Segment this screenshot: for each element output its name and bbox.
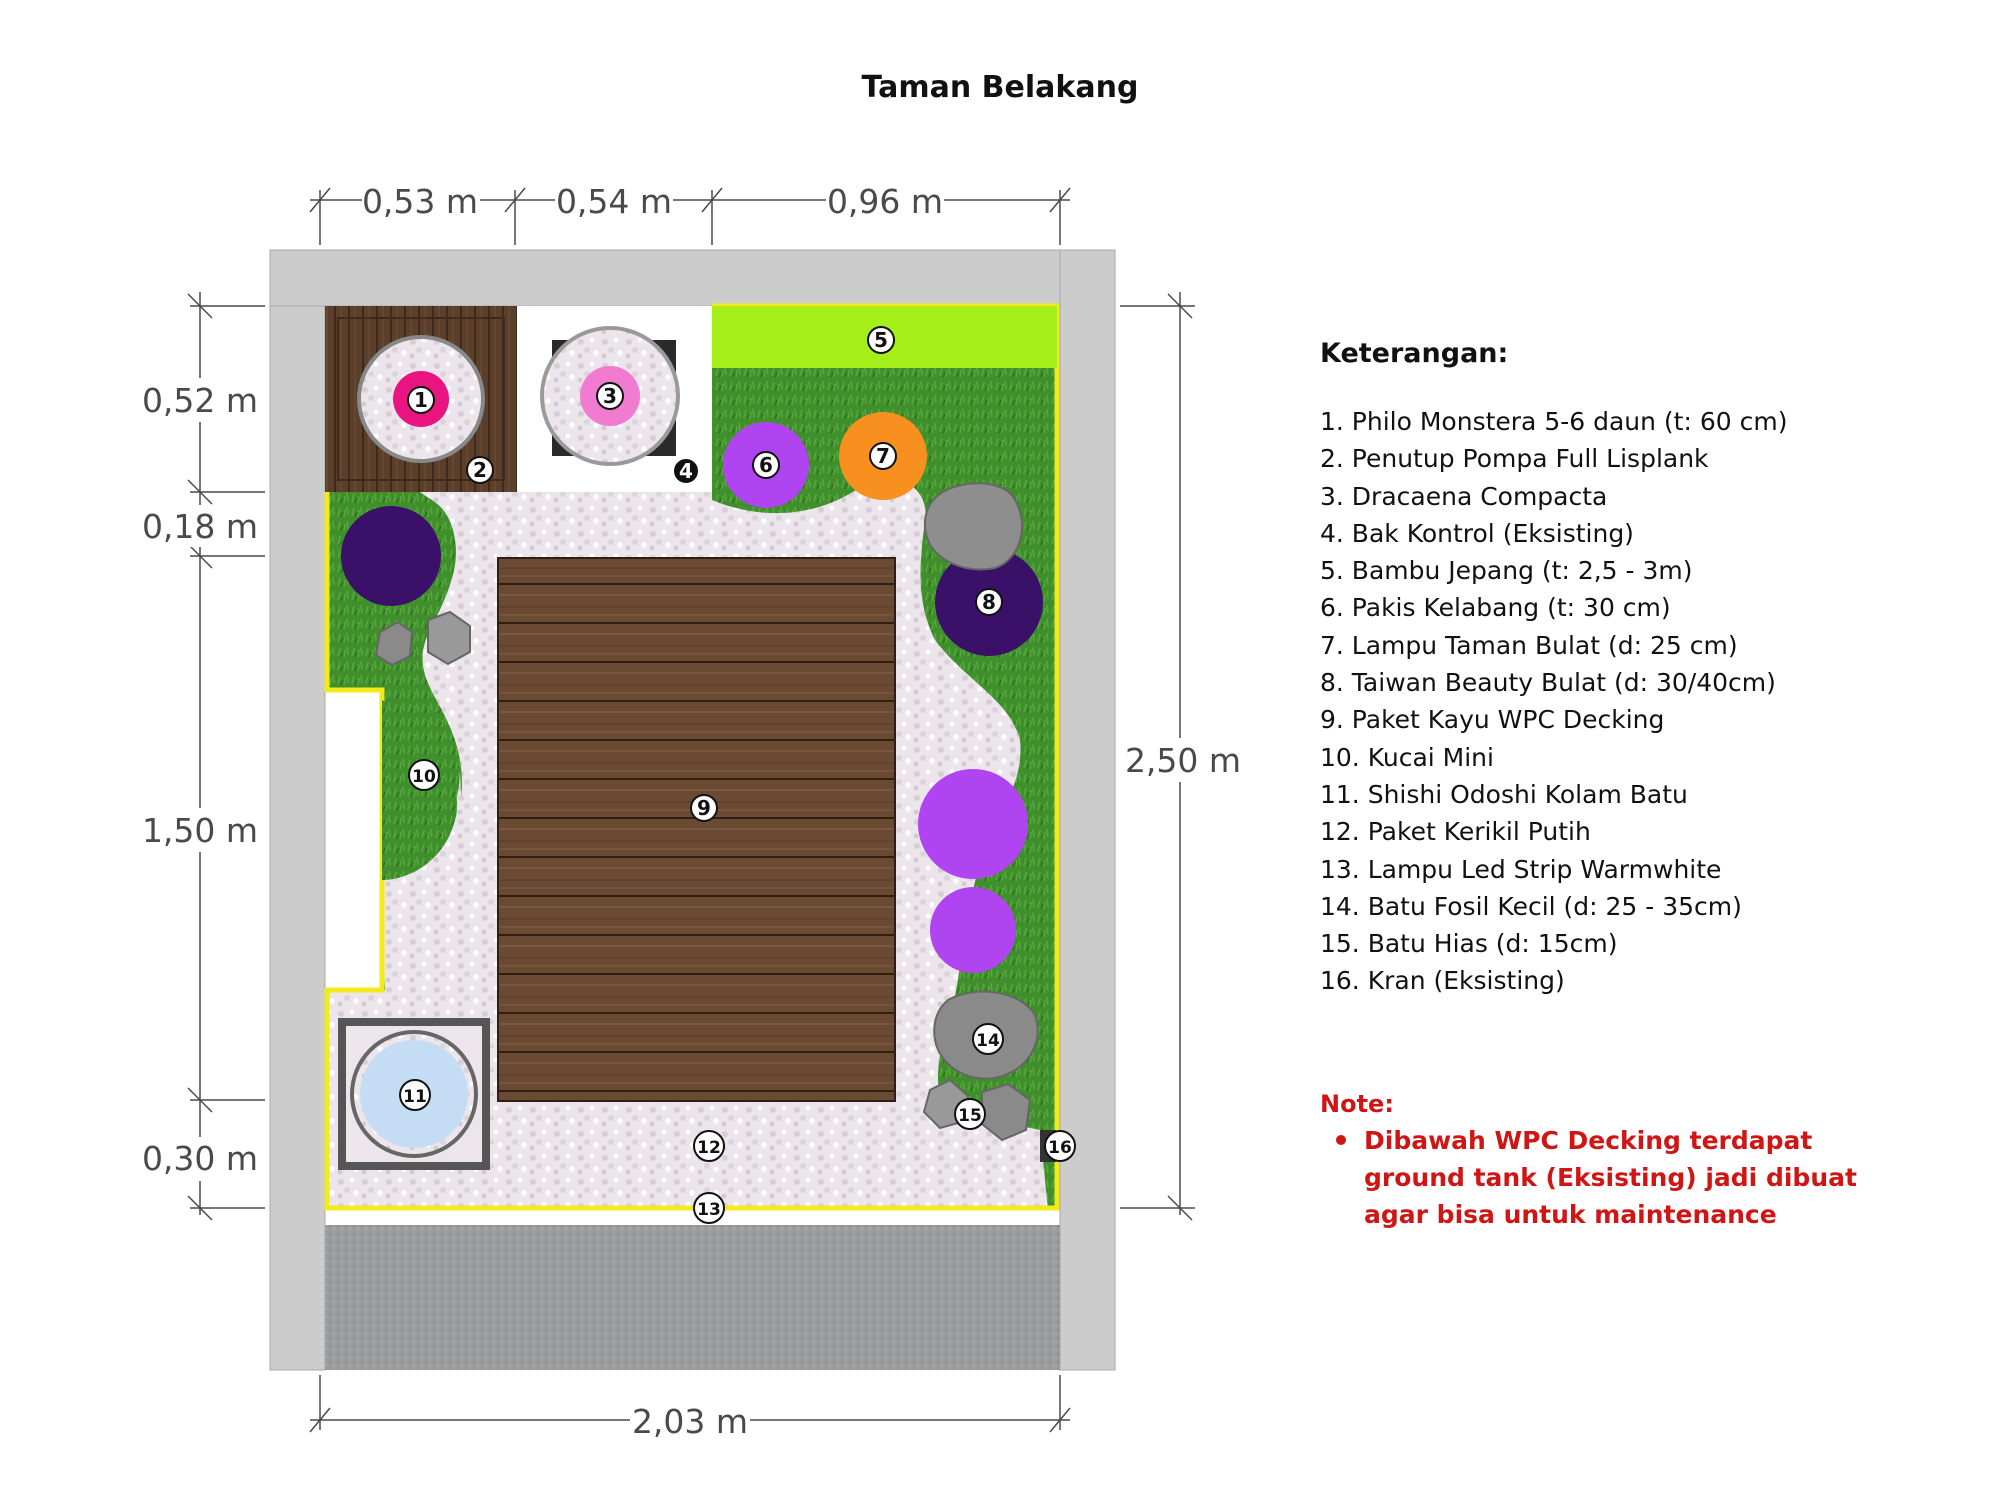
svg-text:11: 11 bbox=[403, 1087, 427, 1107]
dim-top-3: 0,96 m bbox=[827, 182, 943, 221]
legend-item: 16. Kran (Eksisting) bbox=[1320, 966, 1565, 996]
svg-text:14: 14 bbox=[976, 1031, 1000, 1051]
marker-5: 5 bbox=[867, 326, 895, 354]
dim-top-1: 0,53 m bbox=[362, 182, 478, 221]
svg-text:10: 10 bbox=[412, 767, 436, 787]
taiwan-beauty-plant-left bbox=[341, 506, 441, 606]
marker-4: 4 bbox=[672, 457, 700, 485]
marker-15: 15 bbox=[954, 1098, 986, 1130]
marker-12: 12 bbox=[693, 1130, 725, 1162]
fossil-stone-top bbox=[923, 482, 1024, 571]
legend-title: Keterangan: bbox=[1320, 338, 1509, 369]
dim-bottom: 2,03 m bbox=[632, 1402, 748, 1441]
legend-item: 9. Paket Kayu WPC Decking bbox=[1320, 705, 1665, 735]
dim-left-2: 0,18 m bbox=[142, 507, 258, 546]
legend: Keterangan: 1. Philo Monstera 5-6 daun (… bbox=[1320, 338, 1980, 1000]
note-row: Dibawah WPC Decking terdapat ground tank… bbox=[1320, 1122, 1920, 1233]
legend-item: 3. Dracaena Compacta bbox=[1320, 481, 1608, 511]
marker-3: 3 bbox=[596, 382, 624, 410]
marker-7: 7 bbox=[869, 442, 897, 470]
page-title: Taman Belakang bbox=[861, 70, 1139, 105]
marker-10: 10 bbox=[408, 759, 440, 791]
svg-text:5: 5 bbox=[874, 328, 888, 352]
svg-text:3: 3 bbox=[603, 384, 617, 408]
legend-list: 1. Philo Monstera 5-6 daun (t: 60 cm) 2.… bbox=[1320, 403, 1980, 1000]
marker-14: 14 bbox=[972, 1023, 1004, 1055]
svg-text:8: 8 bbox=[982, 590, 996, 614]
led-strip bbox=[324, 303, 1060, 1211]
svg-text:4: 4 bbox=[679, 459, 693, 483]
dim-top-2: 0,54 m bbox=[556, 182, 672, 221]
paving-area bbox=[325, 1225, 1060, 1370]
marker-11: 11 bbox=[399, 1079, 431, 1111]
marker-16: 16 bbox=[1044, 1130, 1076, 1162]
garden-floor-plan: 0,53 m 0,54 m 0,96 m 0,52 m 0,18 m 1,50 … bbox=[140, 180, 1241, 1442]
svg-text:7: 7 bbox=[876, 444, 890, 468]
svg-text:13: 13 bbox=[697, 1200, 721, 1220]
dim-left-3: 1,50 m bbox=[142, 811, 258, 850]
wpc-deck bbox=[497, 557, 896, 1102]
legend-item: 15. Batu Hias (d: 15cm) bbox=[1320, 929, 1618, 959]
marker-2: 2 bbox=[466, 456, 494, 484]
wall-top bbox=[269, 249, 1116, 307]
svg-text:15: 15 bbox=[958, 1106, 982, 1126]
pakis-plant-large bbox=[918, 769, 1028, 879]
svg-text:1: 1 bbox=[414, 388, 428, 412]
wall-left bbox=[269, 249, 326, 1371]
legend-item: 7. Lampu Taman Bulat (d: 25 cm) bbox=[1320, 630, 1738, 660]
legend-item: 1. Philo Monstera 5-6 daun (t: 60 cm) bbox=[1320, 407, 1788, 436]
marker-6: 6 bbox=[752, 451, 780, 479]
wall-right bbox=[1059, 249, 1116, 1371]
gravel-left-strip bbox=[332, 770, 470, 1000]
svg-text:9: 9 bbox=[697, 796, 711, 820]
svg-text:12: 12 bbox=[697, 1138, 721, 1158]
dim-left-4: 0,30 m bbox=[142, 1139, 258, 1178]
legend-item: 14. Batu Fosil Kecil (d: 25 - 35cm) bbox=[1320, 891, 1742, 921]
marker-1: 1 bbox=[407, 386, 435, 414]
decor-stone-left-2 bbox=[427, 610, 471, 666]
legend-item: 11. Shishi Odoshi Kolam Batu bbox=[1320, 779, 1688, 809]
legend-item: 5. Bambu Jepang (t: 2,5 - 3m) bbox=[1320, 556, 1693, 586]
note-title: Note: bbox=[1320, 1090, 1394, 1118]
dim-left-1: 0,52 m bbox=[142, 381, 258, 420]
legend-item: 10. Kucai Mini bbox=[1320, 742, 1494, 772]
pakis-plant-small bbox=[930, 887, 1016, 973]
svg-text:2: 2 bbox=[473, 458, 487, 482]
dim-right: 2,50 m bbox=[1125, 741, 1241, 780]
marker-9: 9 bbox=[690, 794, 718, 822]
marker-13: 13 bbox=[693, 1192, 725, 1224]
legend-item: 8. Taiwan Beauty Bulat (d: 30/40cm) bbox=[1320, 668, 1776, 698]
note-text: Dibawah WPC Decking terdapat ground tank… bbox=[1364, 1126, 1857, 1229]
bullet-icon bbox=[1336, 1135, 1346, 1145]
svg-text:6: 6 bbox=[759, 453, 773, 477]
legend-item: 4. Bak Kontrol (Eksisting) bbox=[1320, 518, 1634, 548]
legend-item: 13. Lampu Led Strip Warmwhite bbox=[1320, 854, 1722, 884]
legend-item: 12. Paket Kerikil Putih bbox=[1320, 817, 1591, 847]
legend-item: 6. Pakis Kelabang (t: 30 cm) bbox=[1320, 593, 1671, 623]
legend-item: 2. Penutup Pompa Full Lisplank bbox=[1320, 444, 1709, 474]
note: Note: Dibawah WPC Decking terdapat groun… bbox=[1320, 1090, 1920, 1233]
marker-8: 8 bbox=[975, 588, 1003, 616]
decor-stone-left-1 bbox=[374, 620, 414, 667]
svg-text:16: 16 bbox=[1048, 1138, 1072, 1158]
